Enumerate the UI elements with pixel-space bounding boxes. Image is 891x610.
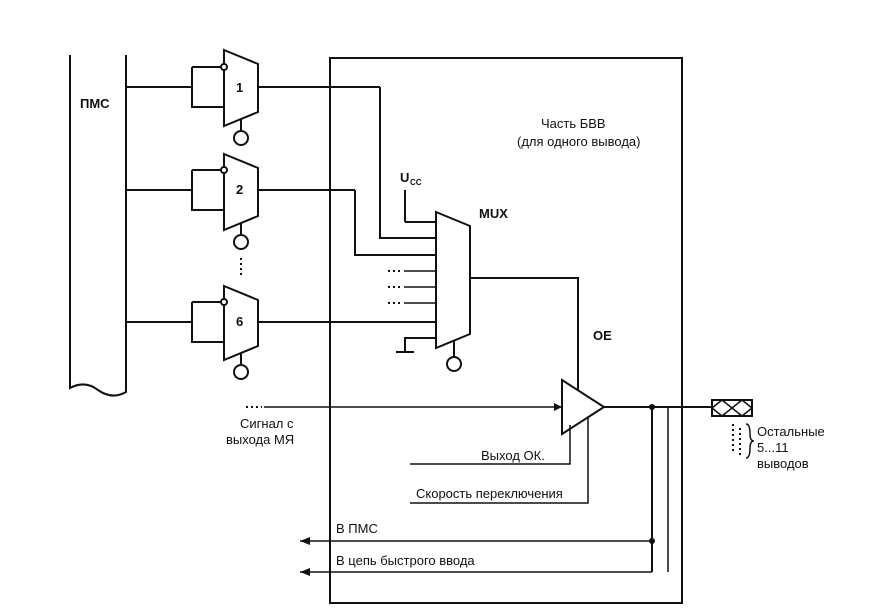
- feedback-lines: [300, 407, 669, 576]
- to-pms-label: В ПМС: [336, 521, 378, 536]
- switching-speed-control: [410, 417, 589, 504]
- vcc-subscript: CC: [410, 178, 422, 187]
- pms-bus: [69, 55, 127, 397]
- input-mux-2: [126, 152, 436, 256]
- vcc-connection: [404, 190, 436, 223]
- oe-label: OE: [593, 328, 612, 343]
- ground-connection: [396, 337, 436, 353]
- other-pins-line2: 5...11: [757, 440, 789, 455]
- vcc-label: U: [400, 170, 409, 185]
- io-block-frame: [329, 57, 683, 604]
- other-pins-line1: Остальные: [757, 424, 825, 439]
- macrocell-signal: [246, 403, 562, 411]
- signal-label-line2: выхода МЯ: [226, 432, 294, 447]
- block-title-line1: Часть БВВ: [541, 116, 606, 131]
- pms-label: ПМС: [80, 96, 110, 111]
- input-mux-6: [126, 284, 436, 380]
- mux-1-label: 1: [236, 80, 243, 95]
- input-mux-1: [126, 48, 436, 239]
- other-pins-marker: [732, 423, 755, 459]
- output-pin: [711, 399, 754, 417]
- open-collector-control: [410, 425, 571, 465]
- fast-input-label: В цепь быстрого ввода: [336, 553, 475, 568]
- mux-extra-inputs: [388, 270, 436, 304]
- switching-speed-label: Скорость переключения: [416, 486, 563, 501]
- signal-label-line1: Сигнал с: [240, 416, 294, 431]
- block-title-line2: (для одного вывода): [517, 134, 641, 149]
- other-pins-line3: выводов: [757, 456, 809, 471]
- mux-label: MUX: [479, 206, 508, 221]
- mux-6-label: 6: [236, 314, 243, 329]
- output-buffer: [561, 378, 712, 436]
- oe-multiplexer: [435, 210, 579, 392]
- ok-output-label: Выход ОК.: [481, 448, 545, 463]
- mux-2-label: 2: [236, 182, 243, 197]
